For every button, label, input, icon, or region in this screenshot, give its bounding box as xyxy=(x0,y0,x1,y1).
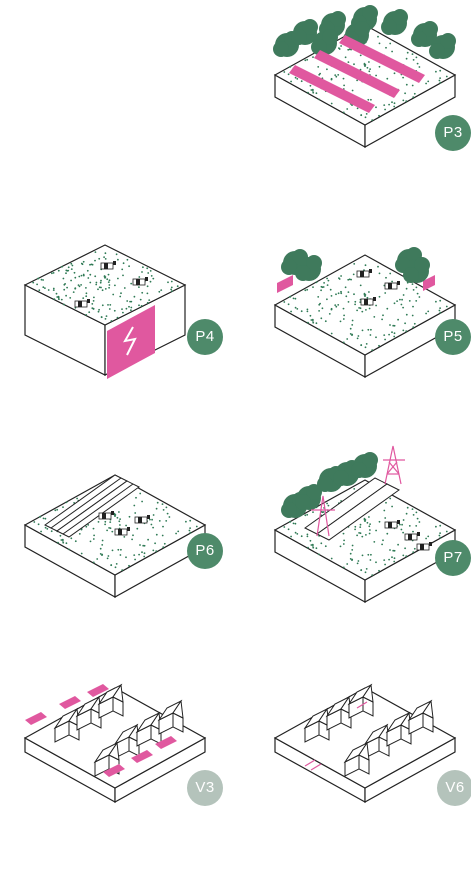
panel-p4: P4 xyxy=(15,235,235,425)
p6-illustration xyxy=(15,455,235,605)
panel-p7: P7 xyxy=(265,440,471,630)
badge-p4: P4 xyxy=(187,319,223,355)
panel-v3: V3 xyxy=(15,680,235,870)
panel-p5: P5 xyxy=(265,235,471,425)
p5-illustration xyxy=(265,235,471,385)
badge-p6: P6 xyxy=(187,533,223,569)
panel-p3: P3 xyxy=(265,5,471,195)
tree-icon xyxy=(381,9,408,35)
badge-v6: V6 xyxy=(437,770,471,806)
p4-illustration xyxy=(15,235,235,395)
p7-illustration xyxy=(265,440,471,600)
panel-p6: P6 xyxy=(15,455,235,645)
tree-icon xyxy=(351,452,378,478)
badge-p3: P3 xyxy=(435,115,471,151)
badge-v3: V3 xyxy=(187,770,223,806)
badge-p7: P7 xyxy=(435,540,471,576)
panel-v6: V6 xyxy=(265,680,471,870)
badge-p5: P5 xyxy=(435,319,471,355)
